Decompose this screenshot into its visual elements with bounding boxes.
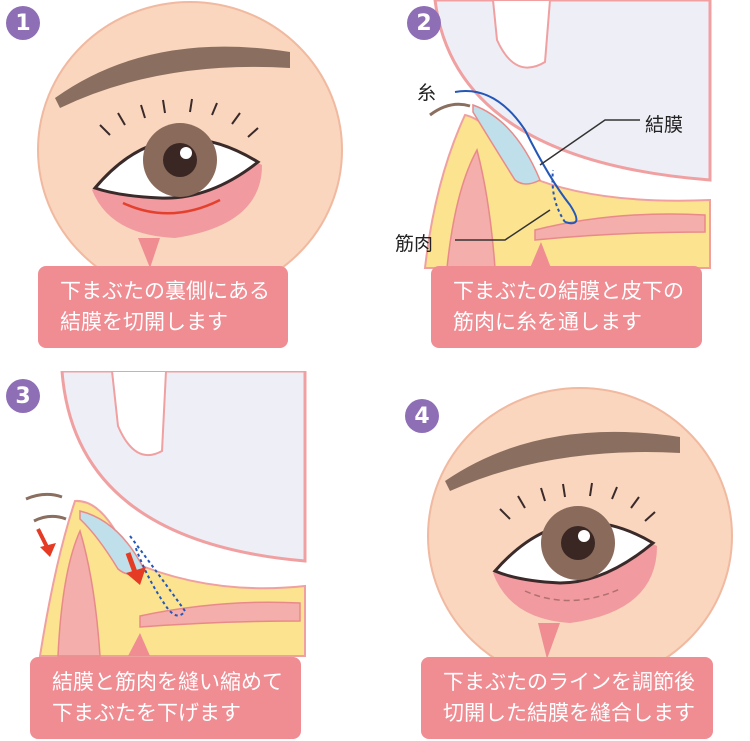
- conjunctiva: [472, 103, 541, 185]
- muscle-label: 筋肉: [395, 233, 434, 255]
- eyelid-cross-section: [423, 0, 712, 269]
- conjunctiva-label: 結膜: [645, 114, 684, 136]
- eyelashes: [99, 98, 259, 138]
- eyelashes: [499, 482, 656, 522]
- caption-line: 下まぶたの結膜と皮下の: [453, 279, 684, 303]
- eye-highlight: [180, 147, 192, 159]
- conjunctiva-leader: [539, 119, 640, 166]
- tightened-suture: [129, 535, 187, 617]
- suture-thread-hidden: [551, 169, 566, 223]
- eye-highlight: [578, 530, 590, 542]
- eyebrow: [445, 431, 680, 491]
- step-1-panel: 1 下まぶたの裏側にある 結膜を切開します: [0, 0, 375, 370]
- eyelid-cross-section-tightened: [25, 371, 307, 657]
- thread-label: 糸: [417, 82, 437, 104]
- step-number-badge: 4: [405, 399, 439, 433]
- caption-line: 切開した結膜を縫合します: [443, 701, 695, 725]
- red-down-arrow-icon: [126, 567, 146, 585]
- eyelash: [33, 514, 67, 523]
- eyelash: [25, 492, 63, 501]
- step-number-badge: 2: [407, 6, 441, 40]
- red-down-arrow-icon: [40, 543, 56, 557]
- muscle-layer: [57, 528, 101, 657]
- muscle-band: [139, 601, 301, 628]
- step-number-badge: 3: [6, 379, 40, 413]
- muscle-leader: [455, 209, 551, 241]
- caption-pointer: [138, 238, 160, 268]
- eyebrow: [55, 46, 290, 108]
- caption-line: 下まぶたの裏側にある: [60, 279, 270, 303]
- pupil: [163, 143, 197, 177]
- incision-line: [122, 198, 221, 215]
- caption-line: 結膜と筋肉を縫い縮めて: [52, 670, 283, 694]
- eyelash: [429, 102, 471, 117]
- caption-line: 筋肉に糸を通します: [453, 310, 642, 334]
- eye-front-illustration-sutured: [427, 387, 733, 685]
- step-caption: 結膜と筋肉を縫い縮めて 下まぶたを下げます: [30, 657, 301, 739]
- step-4-panel: 4 下まぶたのラインを調節後 切開した結膜を縫合します: [375, 371, 750, 741]
- caption-pointer: [530, 242, 551, 268]
- caption-line: 下まぶたのラインを調節後: [443, 670, 695, 694]
- muscle-layer: [446, 147, 496, 269]
- step-number-badge: 1: [6, 6, 40, 40]
- muscle-band: [534, 213, 706, 241]
- step-caption: 下まぶたのラインを調節後 切開した結膜を縫合します: [421, 657, 713, 739]
- lens: [110, 371, 168, 456]
- caption-pointer: [128, 633, 150, 656]
- step-caption: 下まぶたの裏側にある 結膜を切開します: [38, 266, 288, 348]
- eye-front-illustration: [37, 1, 343, 299]
- lens: [491, 0, 552, 69]
- caption-pointer: [538, 623, 560, 659]
- step-2-panel: 2 糸 結膜 筋肉 下まぶたの結膜と皮下の 筋肉に糸を通します: [375, 0, 750, 370]
- suture-thread: [454, 90, 578, 225]
- caption-line: 結膜を切開します: [60, 310, 228, 334]
- caption-line: 下まぶたを下げます: [52, 701, 241, 725]
- step-caption: 下まぶたの結膜と皮下の 筋肉に糸を通します: [431, 266, 702, 348]
- pupil: [561, 526, 595, 560]
- step-3-panel: 3 結膜と筋肉を縫い縮めて 下まぶたを下げます: [0, 371, 375, 741]
- sutured-incision: [524, 588, 621, 602]
